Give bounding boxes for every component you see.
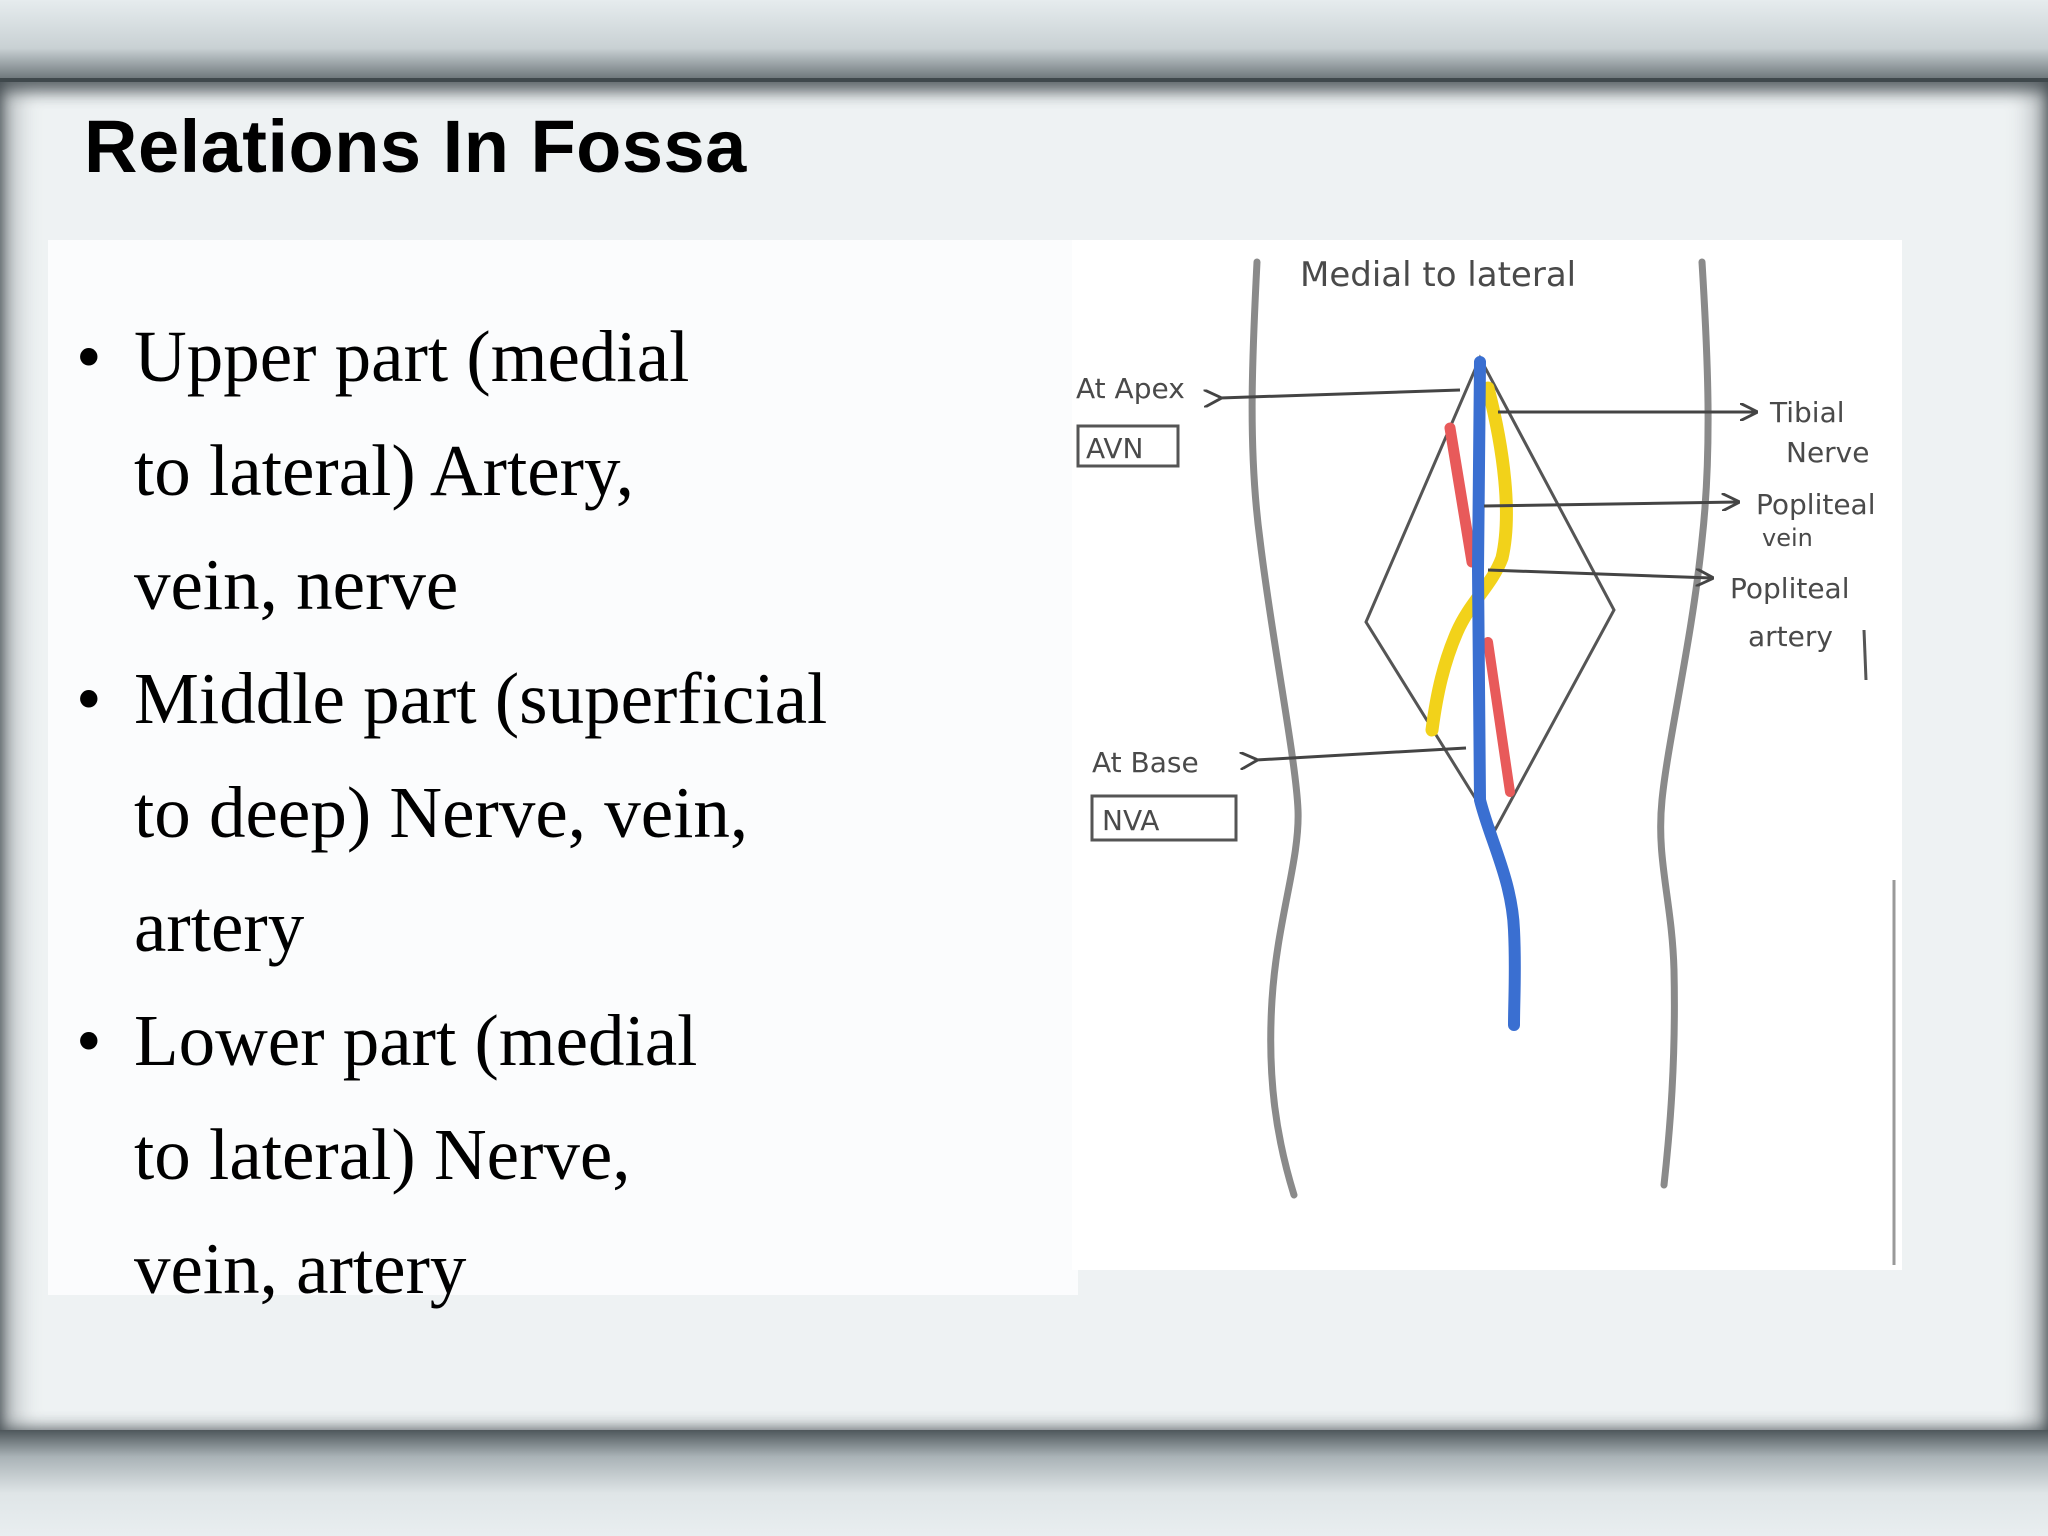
diagram-paper: [1072, 240, 1902, 1270]
diagram-heading: Medial to lateral: [1300, 255, 1576, 295]
slide-title: Relations In Fossa: [84, 105, 747, 188]
popliteal-vein-arrow: [1483, 502, 1738, 506]
limb-outline-lateral: [1657, 258, 1712, 1189]
tibial-nerve: [1425, 381, 1513, 737]
popliteal-artery-label-2: artery: [1748, 620, 1833, 653]
artery-label-tick: [1862, 629, 1868, 681]
bullet-line: vein, artery: [134, 1228, 467, 1309]
bullet-list: • Upper part (medial to lateral) Artery,…: [72, 300, 1072, 1326]
bullet-dot: •: [76, 1000, 102, 1081]
bullet-line: Upper part (medial: [134, 316, 690, 397]
bullet-dot: •: [76, 658, 102, 739]
text-panel: [48, 240, 1078, 1295]
apex-arrow: [1220, 388, 1461, 398]
bullet-item-upper: • Upper part (medial to lateral) Artery,…: [72, 300, 1072, 642]
top-band: [0, 0, 2048, 80]
limb-outline-medial: [1248, 258, 1302, 1199]
bullet-line: to lateral) Nerve,: [134, 1114, 631, 1195]
apex-label: At Apex: [1076, 372, 1185, 405]
bullet-line: to lateral) Artery,: [134, 430, 634, 511]
popliteal-vein-label-2: vein: [1762, 524, 1813, 552]
bullet-line: vein, nerve: [134, 544, 459, 625]
bullet-line: Lower part (medial: [134, 1000, 698, 1081]
bullet-item-middle: • Middle part (superficial to deep) Nerv…: [72, 642, 1072, 984]
apex-box-text: AVN: [1086, 432, 1143, 465]
bottom-band: [0, 1430, 2048, 1536]
base-arrow: [1256, 746, 1467, 760]
tibial-nerve-label-2: Nerve: [1786, 436, 1869, 469]
apex-box: [1076, 424, 1180, 468]
bullet-line: artery: [134, 886, 305, 967]
popliteal-vein-label-1: Popliteal: [1756, 488, 1876, 521]
popliteal-artery-upper: [1444, 422, 1478, 568]
popliteal-vein: [1471, 356, 1521, 1031]
popliteal-artery-arrow: [1487, 570, 1712, 578]
tibial-nerve-label-1: Tibial: [1769, 396, 1845, 429]
popliteal-artery-lower: [1483, 637, 1515, 797]
bullet-dot: •: [76, 316, 102, 397]
bullet-line: to deep) Nerve, vein,: [134, 772, 749, 853]
popliteal-fossa-diagram: Medial to lateral At Apex AVN At Base NV…: [1072, 240, 1902, 1270]
popliteal-artery-label-1: Popliteal: [1730, 572, 1850, 605]
bullet-item-lower: • Lower part (medial to lateral) Nerve, …: [72, 984, 1072, 1326]
base-label: At Base: [1092, 746, 1199, 779]
base-box-text: NVA: [1102, 804, 1159, 837]
base-box: [1090, 794, 1238, 842]
bullet-line: Middle part (superficial: [134, 658, 828, 739]
